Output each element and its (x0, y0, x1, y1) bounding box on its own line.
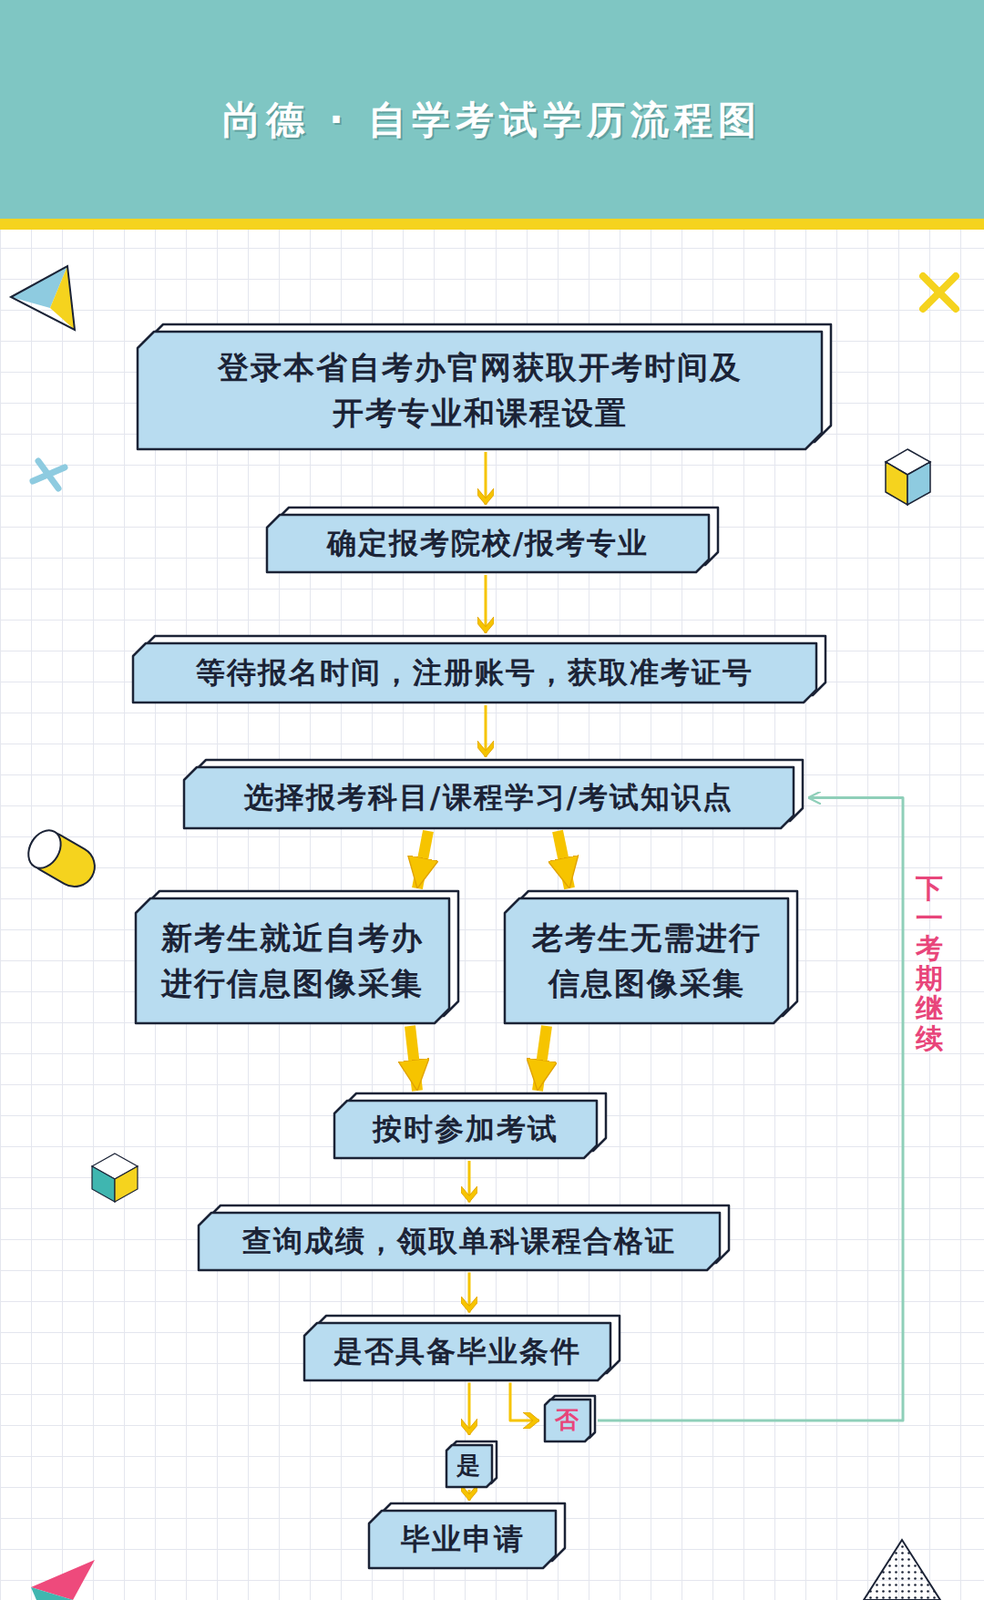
process-box: 毕业申请 (369, 1510, 556, 1569)
box-face (544, 1399, 591, 1442)
node-text: 老考生无需进行 信息图像采集 (522, 915, 770, 1006)
node-text: 新考生就近自考办 进行信息图像采集 (153, 915, 431, 1006)
flow-arrow (484, 705, 488, 758)
flow-arrow (468, 1272, 472, 1313)
process-box: 新考生就近自考办 进行信息图像采集 (135, 898, 450, 1024)
box-face (446, 1445, 492, 1487)
corner-triangle (10, 266, 75, 330)
small-cube (92, 1153, 138, 1202)
flow-arrow (468, 1489, 472, 1501)
box-face (266, 514, 709, 573)
process-box: 登录本省自考办官网获取开考时间及 开考专业和课程设置 (137, 331, 822, 450)
process-box: 查询成绩，领取单科课程合格证 (198, 1212, 720, 1271)
decision-box: 是否具备毕业条件 (304, 1322, 611, 1381)
box-face (369, 1510, 556, 1569)
page-title: 尚德 · 自学考试学历流程图 (0, 94, 984, 146)
flow-arrow (557, 830, 570, 889)
flow-arrow (484, 574, 488, 634)
box-outline (135, 898, 450, 1024)
node-text: 否 (554, 1403, 581, 1438)
process-box: 确定报考院校/报考专业 (266, 514, 709, 573)
node-text: 是 (456, 1448, 482, 1484)
node-text: 等待报名时间，注册账号，获取准考证号 (195, 651, 754, 694)
box-outline (504, 898, 789, 1024)
header-stripe (0, 218, 984, 230)
flow-arrow (510, 1383, 540, 1422)
dotted-triangle (863, 1539, 941, 1600)
flow-arrow (410, 1025, 418, 1091)
node-text: 毕业申请 (400, 1517, 525, 1560)
process-box: 选择报考科目/课程学习/考试知识点 (184, 767, 794, 829)
node-text: 选择报考科目/课程学习/考试知识点 (244, 776, 734, 819)
box-face (184, 767, 794, 829)
node-text: 按时参加考试 (372, 1107, 559, 1150)
node-text: 是否具备毕业条件 (333, 1330, 582, 1373)
process-box: 老考生无需进行 信息图像采集 (504, 898, 789, 1024)
edge-label: 下一考期继续 (915, 872, 943, 1054)
cube (885, 449, 931, 505)
box-face (504, 898, 789, 1024)
node-text: 查询成绩，领取单科课程合格证 (242, 1219, 677, 1262)
cross-mark (922, 276, 956, 309)
answer-box: 否 (544, 1399, 591, 1442)
node-text: 确定报考院校/报考专业 (327, 522, 650, 564)
process-box: 按时参加考试 (334, 1100, 597, 1159)
box-face (137, 331, 822, 450)
process-box: 等待报名时间，注册账号，获取准考证号 (133, 643, 817, 703)
flow-arrow (468, 1383, 472, 1436)
cylinder (21, 824, 103, 894)
flow-arrow (484, 451, 488, 505)
node-text: 登录本省自考办官网获取开考时间及 开考专业和课程设置 (159, 345, 800, 436)
box-face (133, 643, 817, 703)
flow-arrow (468, 1160, 472, 1203)
flow-arrow (417, 830, 429, 889)
plus-mark (32, 461, 65, 489)
box-face (304, 1322, 611, 1381)
flow-arrow (537, 1025, 547, 1091)
box-face (198, 1212, 720, 1271)
answer-box: 是 (446, 1445, 492, 1487)
box-face (135, 898, 450, 1024)
box-face (334, 1100, 597, 1159)
pink-triangle (30, 1559, 95, 1600)
